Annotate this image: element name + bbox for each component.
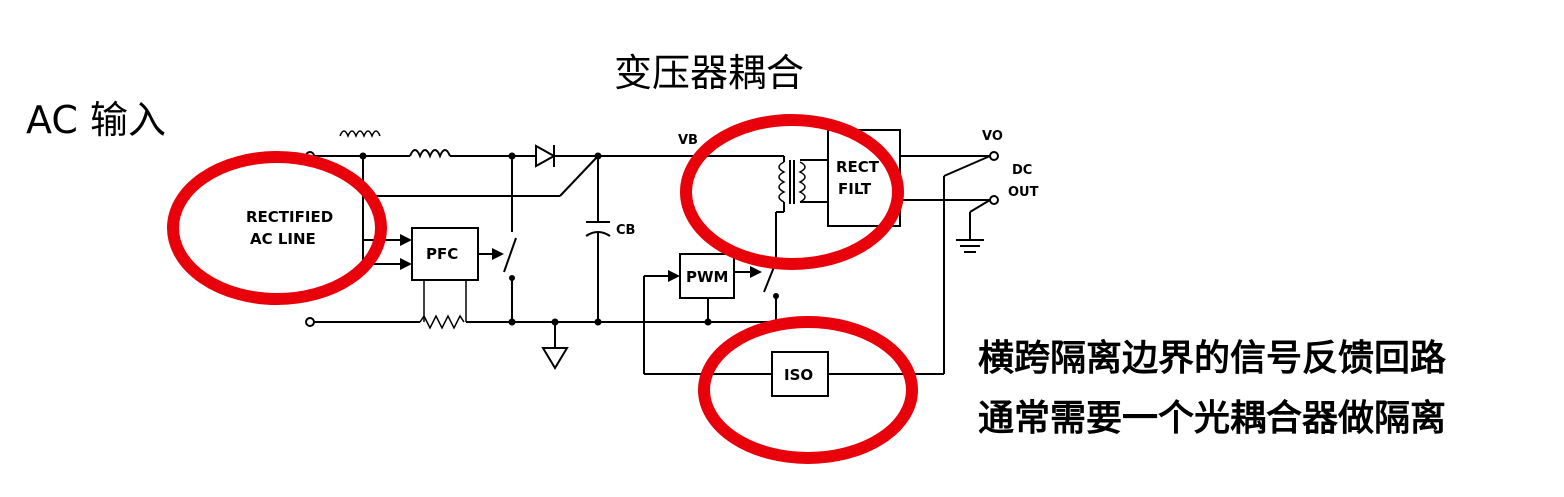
filt-label: FILT — [838, 180, 872, 198]
pwm-block — [679, 253, 735, 299]
rect-label: RECT — [836, 158, 880, 176]
boost-diode-symbol — [535, 144, 557, 168]
transformer-symbol — [778, 156, 828, 204]
out-label: OUT — [1008, 185, 1039, 200]
ac-input-label: AC 输入 — [26, 98, 166, 142]
rectified-label-line-1: RECTIFIED — [246, 208, 333, 226]
feedback-note-line-2: 通常需要一个光耦合器做隔离 — [978, 398, 1446, 439]
vb-label: VB — [678, 133, 698, 148]
dc-label: DC — [1012, 163, 1032, 178]
rectified-label-line-2: AC LINE — [250, 230, 316, 248]
feedback-note-line-1: 横跨隔离边界的信号反馈回路 — [978, 338, 1447, 379]
primary-ground-icon — [541, 322, 569, 370]
iso-label: ISO — [784, 366, 813, 384]
highlight-rings — [167, 114, 918, 464]
pfc-block — [411, 227, 479, 281]
inductor-symbol — [409, 149, 451, 159]
output-return-terminal — [989, 195, 999, 205]
highlight-ring-iso — [698, 316, 918, 464]
pwm-label: PWM — [686, 268, 728, 286]
highlight-ring-transformer — [680, 114, 904, 270]
pfc-label: PFC — [426, 245, 458, 263]
pfc-switch — [503, 237, 517, 273]
cb-label: CB — [616, 223, 635, 238]
ac-input-terminal-bottom — [305, 317, 315, 327]
transformer-coupling-label: 变压器耦合 — [614, 51, 804, 95]
secondary-ground-icon — [956, 199, 991, 253]
sense-resistor-symbol — [419, 314, 465, 330]
rectified-waveform-icon — [339, 130, 381, 139]
vo-label: VO — [982, 129, 1003, 144]
vo-terminal — [989, 151, 999, 161]
highlight-ring-ac-input — [167, 151, 387, 305]
